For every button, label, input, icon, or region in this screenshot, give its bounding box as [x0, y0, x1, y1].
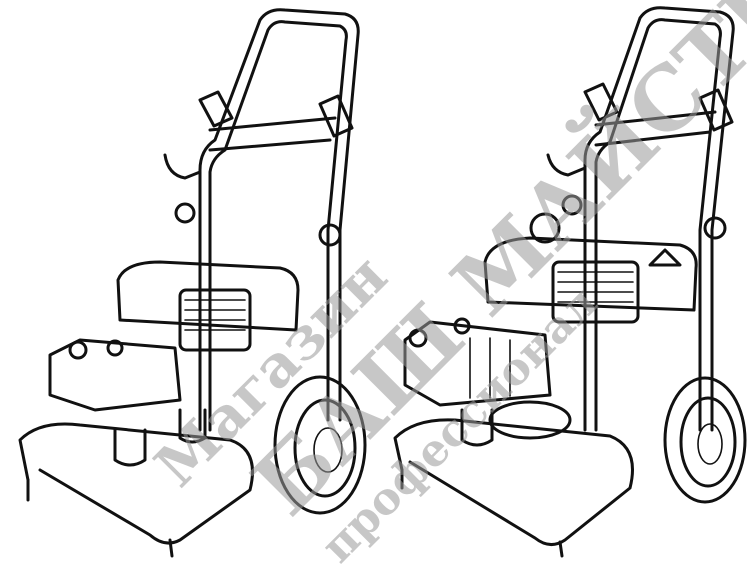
pressure-washer-left	[18, 8, 367, 558]
grip-right-a	[583, 82, 619, 122]
pump-right	[403, 320, 552, 407]
knob-right-b	[703, 216, 727, 240]
knob-left-a	[174, 202, 196, 224]
pump-left	[48, 338, 182, 412]
engine-block-left	[178, 288, 252, 352]
crossbar-right	[594, 110, 717, 147]
pressure-washer-right	[393, 6, 747, 558]
crossbar-left	[208, 116, 337, 152]
base-frame-left	[18, 422, 254, 545]
knob-left-b	[318, 223, 342, 247]
wheel-right	[663, 376, 747, 504]
engine-left	[116, 260, 300, 332]
watermark-line2: БАШ МАЙСТЕР	[229, 0, 747, 535]
handle-frame-left-inner	[208, 20, 348, 432]
grip-right-b	[698, 88, 734, 132]
knob-right-a	[561, 194, 583, 216]
handle-frame-left	[198, 8, 360, 432]
wheel-left	[273, 375, 367, 515]
engine-right	[483, 236, 698, 312]
grip-left-b	[318, 94, 354, 138]
base-frame-right	[393, 418, 634, 546]
engine-block-right	[551, 260, 640, 324]
grip-left-a	[198, 90, 234, 128]
handle-frame-right	[583, 6, 735, 432]
handle-frame-right-inner	[594, 18, 722, 432]
hose-hook-right	[546, 153, 587, 177]
hose-hook-left	[163, 153, 202, 180]
